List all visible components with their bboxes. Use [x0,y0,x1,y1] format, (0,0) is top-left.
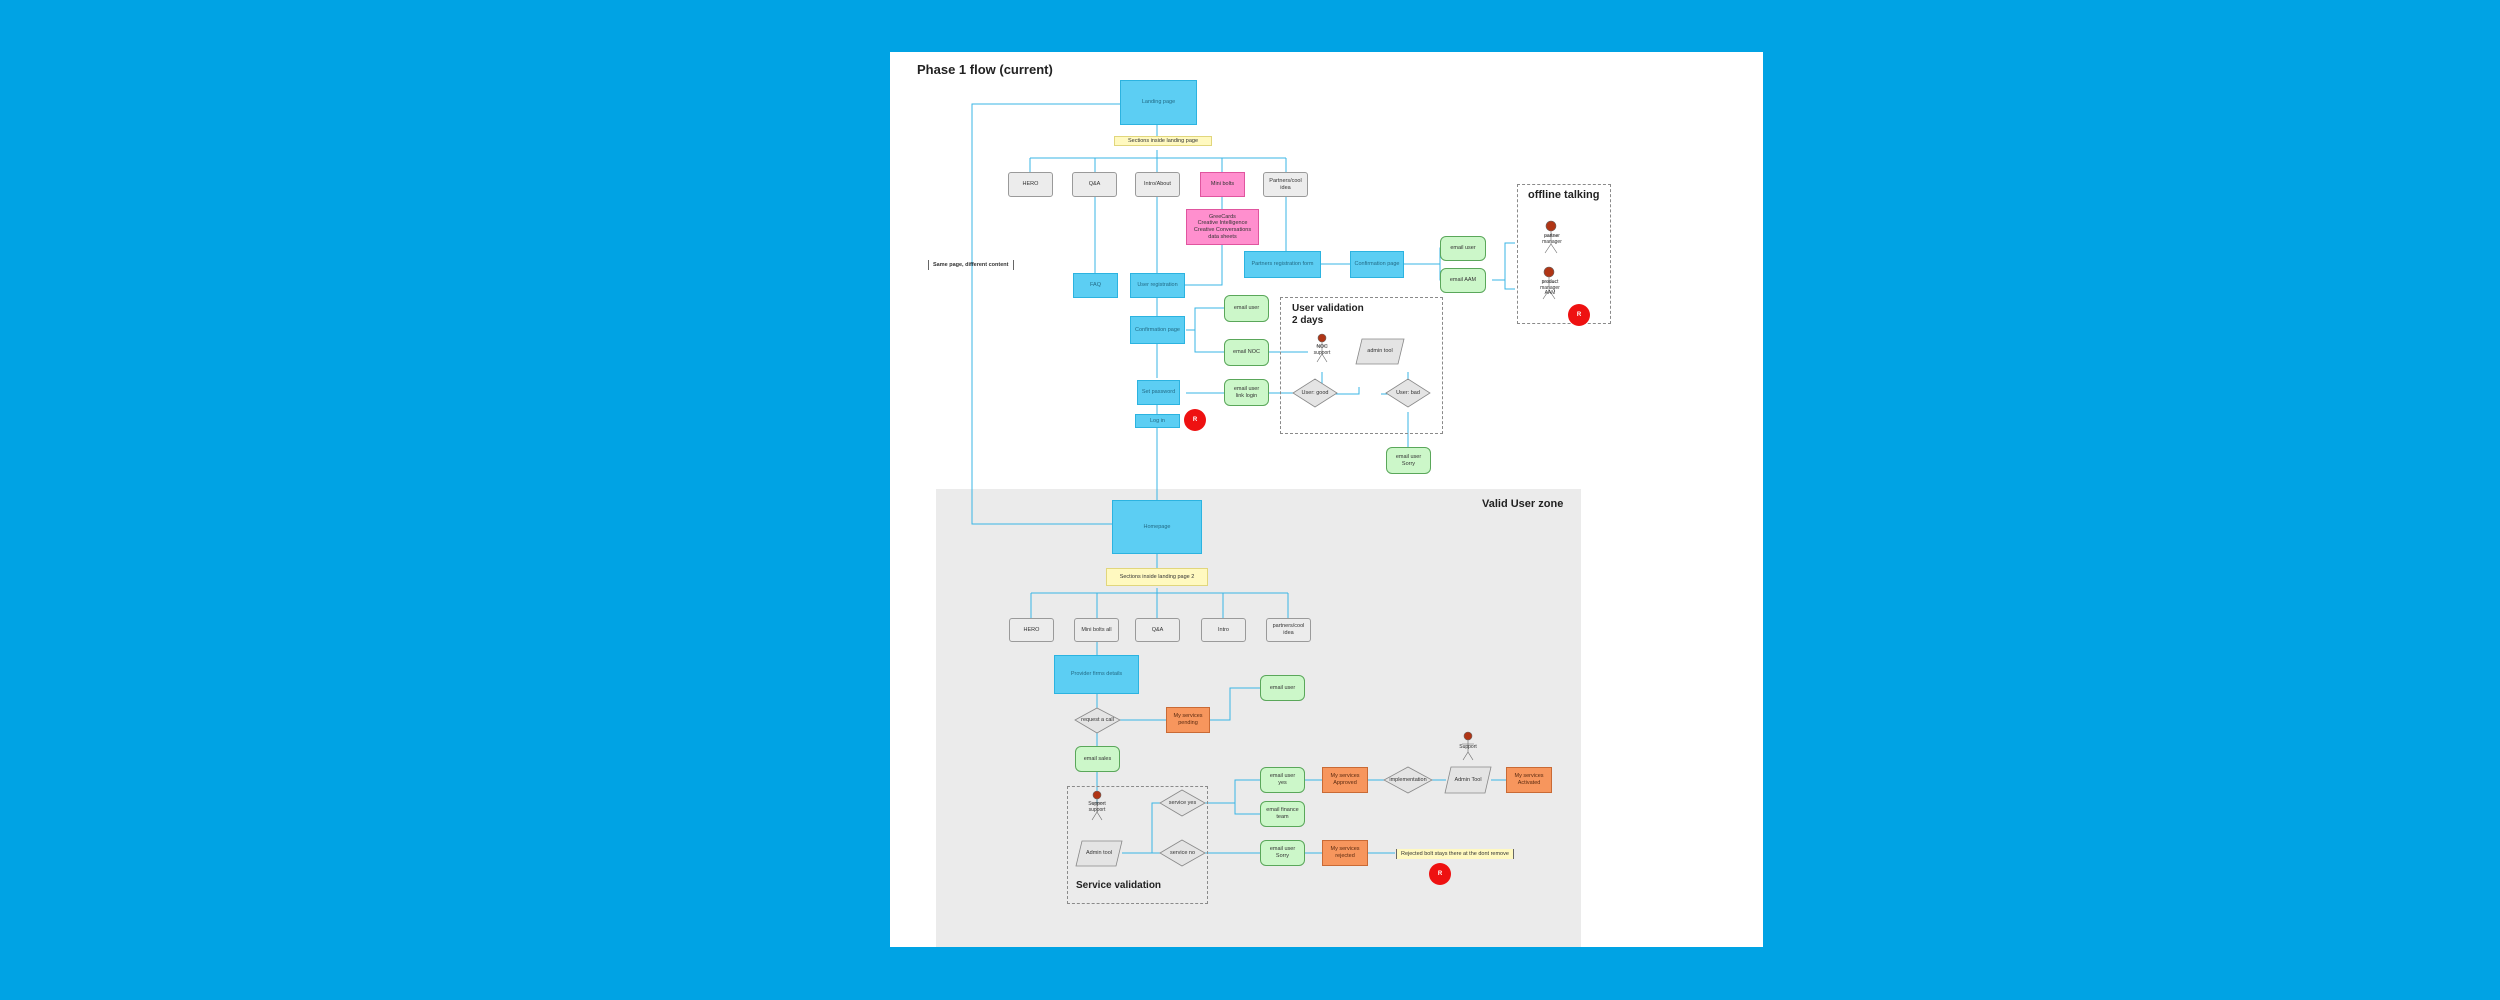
user-bad-label: User: bad [1396,390,1420,396]
diagram-board: Phase 1 flow (current) Valid User zone o… [890,52,1763,947]
offline-talking-title: offline talking [1528,189,1600,201]
offline-talking-frame [1517,184,1611,324]
faq-node: FAQ [1073,273,1118,298]
product-manager-label: product manager AAM [1540,279,1560,296]
connector [1029,150,1287,172]
user-validation-frame [1280,297,1443,434]
user-good-label: User: good [1301,390,1329,396]
mini-bolts-all-node: Mini bolts all [1074,618,1119,642]
user-registration-node: User registration [1130,273,1185,298]
hero-2-node: HERO [1009,618,1054,642]
diagram-title: Phase 1 flow (current) [917,62,1053,77]
my-services-activated-node: My services Activated [1506,767,1552,793]
r-badge-3: R [1429,863,1451,885]
log-in-node: Log in [1135,414,1180,428]
implementation-label: implementation [1389,777,1427,783]
r-badge-1: R [1568,304,1590,326]
email-user-sorry-2-node: email user Sorry [1260,840,1305,866]
landing-page-node: Landing page [1120,80,1197,125]
provider-firms-node: Provider firms details [1054,655,1139,694]
email-sales-node: email sales [1075,746,1120,772]
valid-user-zone [936,489,1581,947]
r-badge-2: R [1184,409,1206,431]
set-password-node: Set password [1137,380,1180,405]
partners-registration-node: Partners registration form [1244,251,1321,278]
admin-tool-1-label: admin tool [1367,348,1393,354]
my-services-approved-node: My services Approved [1322,767,1368,793]
email-user-yes-node: email user yes [1260,767,1305,793]
mini-bolts-node: Mini bolts [1200,172,1245,197]
admin-tool-2-label: Admin tool [1086,850,1112,856]
service-validation-frame [1067,786,1208,904]
partners-cool-idea-node: Partners/cool idea [1263,172,1308,197]
service-validation-title: Service validation [1076,880,1162,891]
connector [1210,687,1260,721]
sections-landing-note: Sections inside landing page [1114,136,1212,146]
partners-cool-idea-2-node: partners/cool idea [1266,618,1311,642]
confirmation-page-partner-node: Confirmation page [1350,251,1404,278]
connector [1186,307,1224,353]
hero-node: HERO [1008,172,1053,197]
connector [1205,779,1260,815]
partner-manager-label: partner manager [1542,233,1562,245]
qa-node: Q&A [1072,172,1117,197]
confirmation-page-node: Confirmation page [1130,316,1185,344]
noc-support-label: NOC support [1313,344,1331,356]
same-page-note: Same page, different content [928,260,1014,270]
email-user-link-node: email user link login [1224,379,1269,406]
homepage-node: Homepage [1112,500,1202,554]
connector [1030,588,1289,618]
sections-landing2-note: Sections inside landing page 2 [1106,568,1208,586]
intro-2-node: Intro [1201,618,1246,642]
email-aam-node: email AAM [1440,268,1486,293]
email-finance-node: email finance team [1260,801,1305,827]
email-user-2-node: email user [1260,675,1305,701]
my-services-pending-node: My services pending [1166,707,1210,733]
user-validation-title: User validation 2 days [1292,303,1364,326]
rejected-note: Rejected bolt stays there at the dont re… [1396,849,1514,859]
support-2-label: Support [1459,744,1477,750]
intro-about-node: Intro/About [1135,172,1180,197]
card-info-node: GreeCards Creative Intelligence Creative… [1186,209,1259,245]
connector [1492,242,1515,290]
connector [1176,245,1223,286]
admin-tool-3-label: Admin Tool [1454,777,1482,783]
service-no-label: service no [1169,850,1196,856]
valid-user-zone-title: Valid User zone [1482,498,1564,510]
my-services-rejected-node: My services rejected [1322,840,1368,866]
support-1-label: Support support [1088,801,1106,813]
email-noc-node: email NOC [1224,339,1269,366]
email-user-sorry-node: email user Sorry [1386,447,1431,474]
connector [971,103,1120,525]
email-user-partner-node: email user [1440,236,1486,261]
connector [1122,802,1160,854]
qa-2-node: Q&A [1135,618,1180,642]
email-user-node: email user [1224,295,1269,322]
service-yes-label: service yes [1168,800,1197,806]
request-call-label: request a call [1081,717,1114,723]
